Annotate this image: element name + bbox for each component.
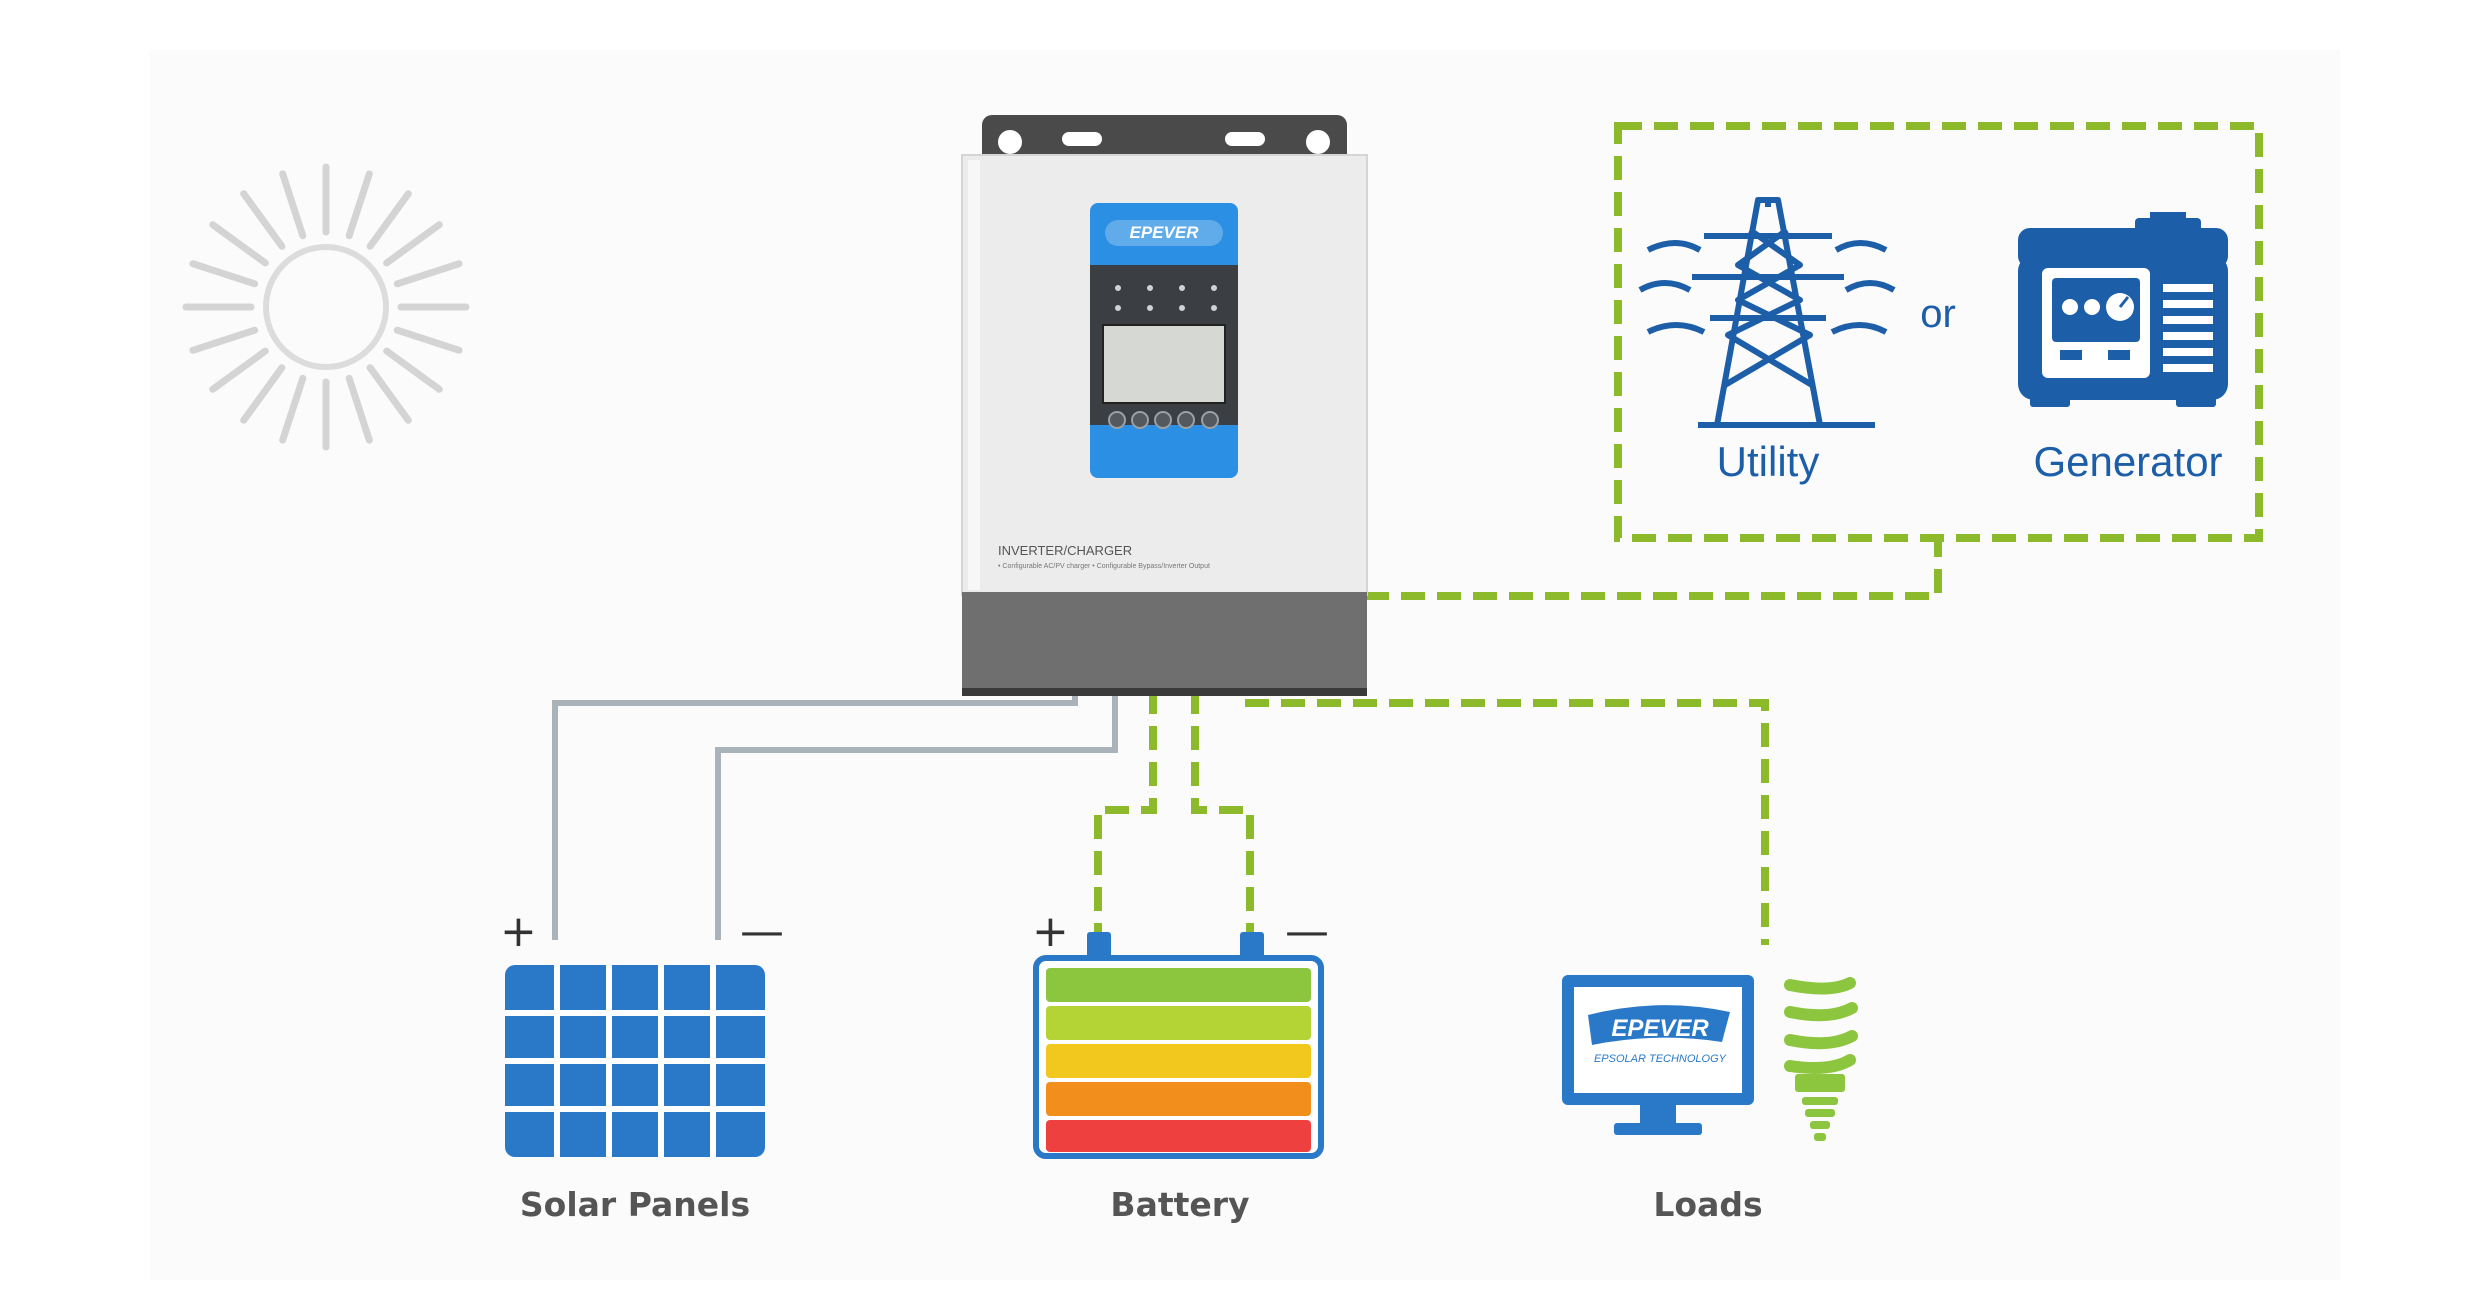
load-wire bbox=[1245, 699, 1769, 945]
inverter-charger: EPEVER INVERTER/CHARGER • Configurable A… bbox=[961, 115, 1368, 696]
sun-ray bbox=[366, 364, 412, 424]
utility-label: Utility bbox=[1716, 438, 1820, 485]
loads-label: Loads bbox=[1653, 1185, 1763, 1224]
battery-icon bbox=[1033, 932, 1324, 1159]
power-tower-icon bbox=[1638, 197, 1896, 428]
generator-icon bbox=[2018, 212, 2228, 407]
sun-icon bbox=[182, 163, 470, 451]
battery-minus-sign: — bbox=[1285, 906, 1329, 957]
sun-ray bbox=[279, 170, 307, 240]
sun-ray bbox=[345, 374, 373, 444]
sun-ray bbox=[240, 190, 286, 250]
monitor-brand-logo: EPEVER bbox=[1611, 1015, 1709, 1042]
sun-ray bbox=[366, 190, 412, 250]
sun-ray bbox=[279, 374, 307, 444]
sun-ray bbox=[383, 221, 443, 267]
sun-ray bbox=[393, 326, 463, 354]
solar-plus-sign: + bbox=[500, 906, 537, 957]
sun-ray bbox=[345, 170, 373, 240]
monitor-icon: EPEVER EPSOLAR TECHNOLOGY bbox=[1562, 975, 1754, 1135]
light-bulb-icon bbox=[1784, 977, 1858, 1141]
battery-label: Battery bbox=[1110, 1185, 1250, 1224]
sun-ray bbox=[209, 221, 269, 267]
control-buttons bbox=[1108, 411, 1219, 429]
lcd-screen bbox=[1102, 324, 1226, 404]
inverter-features-label: • Configurable AC/PV charger • Configura… bbox=[998, 563, 1210, 570]
ac-dashed-wires bbox=[1094, 122, 2263, 945]
sun-ray bbox=[209, 347, 269, 393]
solar-panels-label: Solar Panels bbox=[519, 1185, 751, 1224]
sun-ray bbox=[189, 260, 259, 288]
monitor-tagline: EPSOLAR TECHNOLOGY bbox=[1594, 1053, 1727, 1065]
solar-minus-sign: — bbox=[740, 906, 784, 957]
inverter-model-label: INVERTER/CHARGER bbox=[998, 543, 1132, 558]
sun-ray bbox=[393, 260, 463, 288]
solar-wires bbox=[552, 690, 1118, 940]
or-label: or bbox=[1920, 292, 1956, 336]
battery-plus-wire bbox=[1094, 690, 1157, 940]
mounting-bracket bbox=[982, 115, 1347, 165]
battery-minus-wire bbox=[1191, 690, 1254, 940]
solar-panel-icon bbox=[505, 965, 765, 1157]
sun-ray bbox=[383, 347, 443, 393]
indicator-leds bbox=[1115, 285, 1217, 311]
sun-ray bbox=[189, 326, 259, 354]
generator-label: Generator bbox=[2033, 438, 2223, 485]
grid-input-wire bbox=[1365, 538, 1942, 600]
inverter-terminal-cover bbox=[962, 592, 1367, 692]
battery-plus-sign: + bbox=[1032, 906, 1069, 957]
sun-ray bbox=[240, 364, 286, 424]
inverter-brand-logo: EPEVER bbox=[1130, 223, 1200, 242]
